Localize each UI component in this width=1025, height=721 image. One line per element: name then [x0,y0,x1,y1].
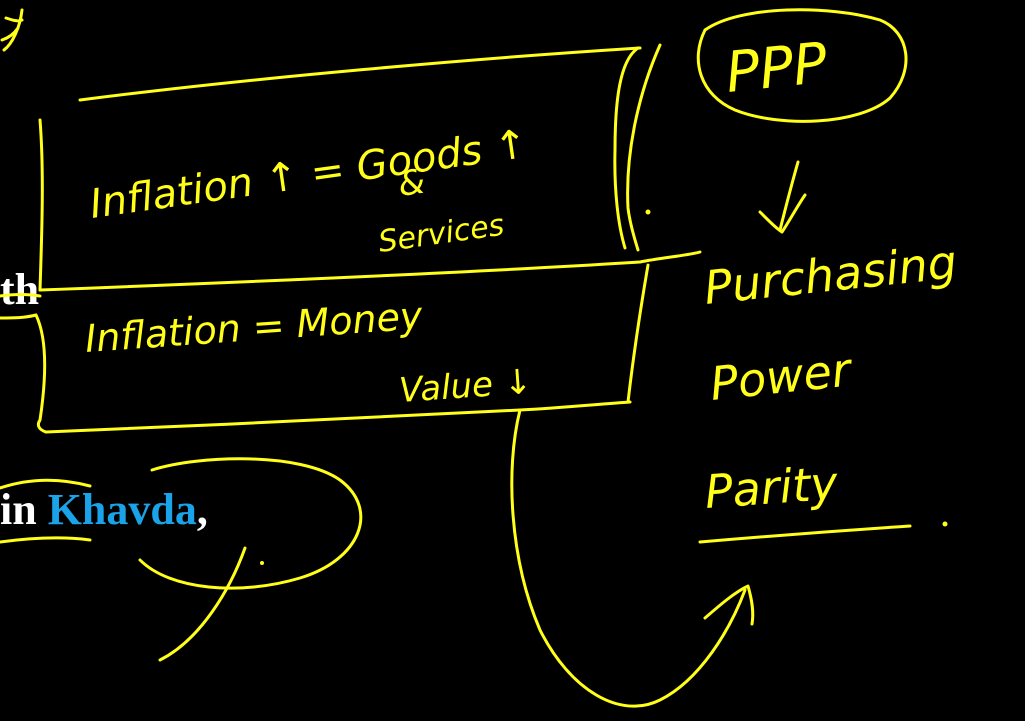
ink-text-parity: Parity [703,456,840,519]
slide-text-th: th [0,265,40,314]
slide-text-comma: , [196,485,208,534]
ink-oval [138,457,363,590]
ink-box-bottom [0,263,650,434]
slide-text-fragment-bottom: in Khavda, [0,488,208,532]
ink-oval-khavda [0,457,363,662]
ink-bracket-left [0,478,92,544]
ink-text-ppp: PPP [723,31,831,106]
ink-oval-tail [158,546,247,662]
ink-box-bottom-right [626,263,650,404]
ink-box-middle-edge [38,250,702,292]
ink-box-top [38,43,702,292]
ink-underline-parity [698,524,912,544]
ink-box-bottom-edge [44,400,632,434]
ink-dot [942,521,948,527]
slide-text-in: in [0,485,48,534]
ink-stroke-corner [0,8,24,52]
ink-dot [645,209,651,215]
ink-text-box-bottom-line1: Inflation = Money [84,293,425,360]
ink-box-right-bracket [613,46,640,250]
ink-text-box-bottom-line2: Value ↓ [398,362,534,411]
ink-text-purchasing: Purchasing [702,235,960,315]
ink-ppp-circle [696,8,908,123]
slide-text-fragment-top: th [0,268,39,312]
ink-handwriting: Inflation ↑ = Goods ↑ & Services Inflati… [84,31,960,519]
ink-arrowhead [703,584,755,626]
ink-text-box-top-line3: Services [376,208,506,260]
ink-ppp-group [696,8,948,544]
ink-strike-line [0,293,42,298]
ink-down-arrow [758,160,807,234]
ink-curved-arrow [510,408,755,708]
ink-dot [260,561,264,565]
ink-box-right-bracket-2 [626,43,662,252]
ink-box-top-edge [78,46,642,102]
ink-box-left-edge [38,118,44,292]
ink-arrow-curve [510,408,747,708]
ink-text-box-top-line1: Inflation ↑ = Goods ↑ [87,121,531,228]
ink-box-bottom-left [0,313,48,434]
ink-text-power: Power [708,342,857,411]
slide-text-khavda: Khavda [47,485,197,534]
ink-text-box-top-line2: & [396,162,428,205]
